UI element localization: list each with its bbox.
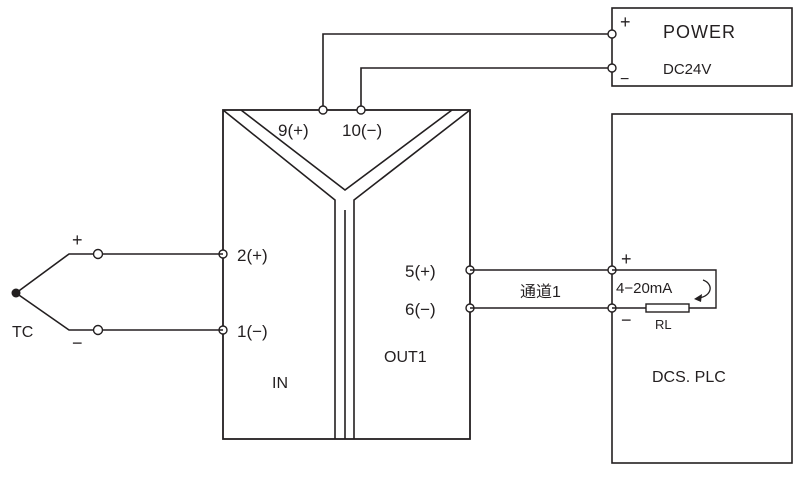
thermocouple-label: TC [12, 324, 33, 341]
thermocouple-wires [15, 253, 223, 331]
dcs-label: DCS. PLC [652, 369, 726, 386]
thermocouple: TC + − [11, 230, 223, 353]
terminal-10 [356, 105, 366, 115]
power-minus-sign: − [620, 71, 629, 88]
module-split-outer [222, 109, 471, 439]
thermocouple-positive-terminal [92, 248, 104, 260]
module-input-label: IN [272, 375, 288, 392]
current-arrow-head [694, 294, 702, 302]
thermocouple-negative-terminal [92, 324, 104, 336]
dcs-minus-sign: − [621, 310, 632, 330]
power-supply: POWER DC24V + − [611, 7, 793, 88]
power-box [611, 7, 793, 87]
terminal-10-label: 10(−) [342, 121, 382, 140]
terminal-6-label: 6(−) [405, 300, 436, 319]
current-direction-arrow [698, 279, 711, 299]
dcs-box [611, 113, 793, 464]
thermocouple-junction [11, 288, 21, 298]
terminal-9-label: 9(+) [278, 121, 309, 140]
signal-label: 4−20mA [616, 280, 672, 297]
resistor-label: RL [655, 317, 672, 332]
power-title: POWER [663, 22, 736, 42]
thermocouple-minus-sign: − [72, 333, 83, 353]
wire-power-positive [322, 33, 612, 108]
power-positive-terminal [607, 29, 617, 39]
terminal-5-label: 5(+) [405, 262, 436, 281]
module-output-label: OUT1 [384, 349, 427, 366]
module-split-inner [240, 109, 453, 439]
channel-label: 通道1 [520, 283, 561, 301]
dcs-plus-sign: + [621, 249, 632, 269]
load-resistor [645, 303, 690, 313]
dcs-loop-wire [612, 269, 717, 309]
terminal-1-label: 1(−) [237, 322, 268, 341]
dcs-plc: + − 4−20mA RL DCS. PLC [607, 113, 793, 464]
thermocouple-plus-sign: + [72, 230, 83, 250]
power-voltage: DC24V [663, 61, 711, 78]
terminal-9 [318, 105, 328, 115]
power-plus-sign: + [620, 12, 631, 32]
power-negative-terminal [607, 63, 617, 73]
terminal-2-label: 2(+) [237, 246, 268, 265]
wire-power-negative [360, 67, 612, 108]
